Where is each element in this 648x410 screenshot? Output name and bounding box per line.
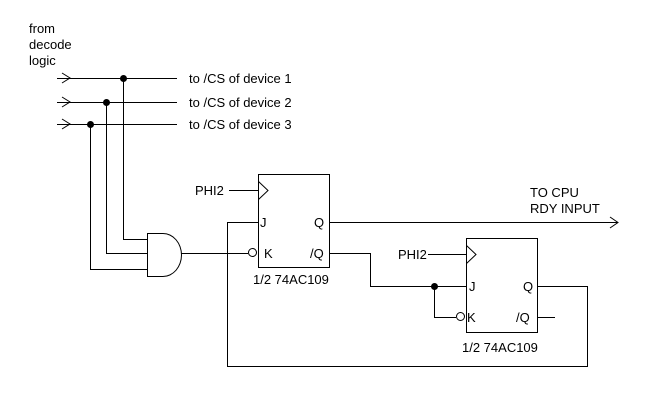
- clock-triangle-icon: [466, 245, 477, 264]
- flipflop2-k-label: K: [467, 310, 476, 325]
- arrow-right-icon: [61, 118, 71, 130]
- wire-feedback-left: [227, 222, 228, 366]
- wire-device1: [57, 78, 177, 79]
- wire-feedback-bottom: [227, 366, 588, 367]
- wire-qbar1-output: [330, 253, 371, 254]
- wire-and-input-top: [123, 239, 147, 240]
- wire-device2: [57, 102, 177, 103]
- source-label: from decode logic: [29, 21, 72, 68]
- wire-feedback-right: [587, 286, 588, 367]
- wire-tap1-vertical: [123, 78, 124, 239]
- flipflop2-qbar-label: /Q: [516, 310, 530, 325]
- flipflop2-clock-label: PHI2: [398, 247, 427, 262]
- wire-ff1-j-input: [227, 222, 258, 223]
- wire-device3: [57, 124, 177, 125]
- wire-q2-output: [538, 286, 587, 287]
- flipflop2-box: [466, 238, 538, 333]
- wire-and-input-middle: [106, 253, 147, 254]
- and-gate: [147, 233, 182, 277]
- arrow-right-icon: [609, 216, 619, 229]
- wire-ff2-clock: [428, 254, 466, 255]
- device2-label: to /CS of device 2: [189, 95, 292, 110]
- flipflop1-q-label: Q: [314, 215, 325, 230]
- wire-and-input-bottom: [90, 269, 147, 270]
- wire-tap3-vertical: [90, 124, 91, 269]
- inverter-bubble: [248, 248, 257, 257]
- flipflop1-qbar-label: /Q: [310, 246, 324, 261]
- flipflop1-part-label: 1/2 74AC109: [253, 272, 329, 287]
- flipflop2-part-label: 1/2 74AC109: [462, 340, 538, 355]
- arrow-right-icon: [61, 72, 71, 84]
- flipflop2-q-label: Q: [523, 279, 534, 294]
- wire-tap2-vertical: [106, 102, 107, 253]
- flipflop2-j-label: J: [469, 279, 476, 294]
- flipflop1-clock-label: PHI2: [195, 183, 224, 198]
- output-label: TO CPU RDY INPUT: [530, 185, 600, 216]
- flipflop1-j-label: J: [260, 215, 267, 230]
- flipflop1-box: [258, 174, 330, 268]
- wire-qbar1-down: [370, 253, 371, 286]
- device1-label: to /CS of device 1: [189, 71, 292, 86]
- wire-q1-output: [330, 222, 618, 223]
- wire-ff2-k-branch: [434, 317, 456, 318]
- arrow-right-icon: [61, 96, 71, 108]
- wire-ff2-j-input: [370, 286, 466, 287]
- flipflop1-k-label: K: [264, 246, 273, 261]
- wire-ff1-clock: [229, 190, 258, 191]
- wire-ff2-k-branch-vertical: [434, 286, 435, 317]
- device3-label: to /CS of device 3: [189, 117, 292, 132]
- wire-and-output: [181, 253, 248, 254]
- inverter-bubble: [456, 312, 465, 321]
- clock-triangle-icon: [258, 181, 269, 200]
- wire-qbar2-stub: [538, 317, 555, 318]
